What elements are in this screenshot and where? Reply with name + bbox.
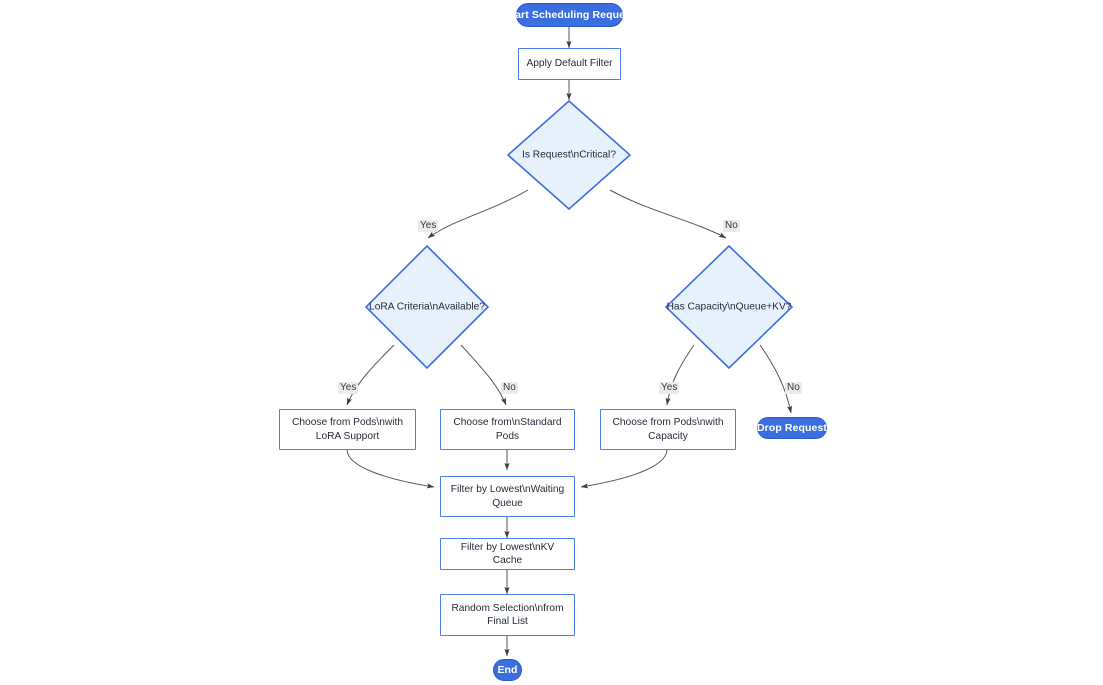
node-has-capacity-label: Has Capacity\nQueue+KV?: [666, 301, 792, 313]
node-end-label: End: [497, 664, 518, 676]
node-filter-waiting-queue-line2: Queue: [492, 497, 523, 509]
node-drop-request-label: Drop Request: [756, 422, 828, 434]
node-choose-lora-pods-line1: Choose from Pods\nwith: [292, 417, 403, 429]
edge-label-capacity-yes: Yes: [659, 382, 680, 394]
edge-label-critical-yes: Yes: [418, 220, 439, 232]
node-filter-kv-cache-label: Filter by Lowest\nKV Cache: [460, 541, 555, 566]
node-filter-kv-cache[interactable]: Filter by Lowest\nKV Cache: [440, 538, 575, 570]
node-choose-capacity-pods[interactable]: Choose from Pods\nwith Capacity: [600, 409, 736, 450]
edge-label-capacity-no: No: [785, 382, 802, 394]
edge-choose-lora-to-filter-queue: [346, 449, 435, 489]
edge-label-critical-no: No: [723, 220, 740, 232]
node-random-selection-line2: Final List: [487, 616, 528, 627]
node-apply-default-filter-label: Apply Default Filter: [526, 58, 613, 70]
node-start[interactable]: Start Scheduling Request: [504, 3, 634, 27]
node-choose-standard-pods-line1: Choose from\nStandard: [453, 417, 562, 429]
node-drop-request[interactable]: Drop Request: [757, 417, 827, 439]
node-is-request-critical-label: Is Request\nCritical?: [522, 149, 616, 161]
node-filter-waiting-queue-line1: Filter by Lowest\nWaiting: [450, 484, 565, 496]
node-choose-capacity-pods-line2: Capacity: [648, 430, 688, 442]
node-choose-capacity-pods-line1: Choose from Pods\nwith: [612, 417, 724, 429]
node-has-capacity[interactable]: Has Capacity\nQueue+KV?: [665, 245, 793, 369]
edge-label-lora-no: No: [501, 382, 518, 394]
node-choose-standard-pods-line2: Pods: [495, 430, 520, 442]
diamond-shape-icon: [365, 245, 489, 369]
edge-choose-capacity-to-filter-queue: [580, 449, 668, 489]
node-start-label: Start Scheduling Request: [504, 9, 635, 21]
diamond-shape-icon: [507, 100, 631, 210]
node-end[interactable]: End: [493, 659, 522, 681]
edge-label-lora-yes: Yes: [338, 382, 359, 394]
node-lora-criteria-available[interactable]: LoRA Criteria\nAvailable?: [365, 245, 489, 369]
diamond-shape-icon: [665, 245, 793, 369]
node-choose-lora-pods-line2: LoRA Support: [315, 430, 380, 442]
node-choose-standard-pods[interactable]: Choose from\nStandard Pods: [440, 409, 575, 450]
node-apply-default-filter[interactable]: Apply Default Filter: [518, 48, 621, 80]
node-choose-lora-pods[interactable]: Choose from Pods\nwith LoRA Support: [279, 409, 416, 450]
node-random-selection[interactable]: Random Selection\nfrom Final List: [440, 594, 575, 636]
node-filter-waiting-queue[interactable]: Filter by Lowest\nWaiting Queue: [440, 476, 575, 517]
node-lora-criteria-available-label: LoRA Criteria\nAvailable?: [369, 301, 485, 313]
node-is-request-critical[interactable]: Is Request\nCritical?: [507, 100, 631, 210]
node-random-selection-line1: Random Selection\nfrom: [451, 602, 564, 614]
